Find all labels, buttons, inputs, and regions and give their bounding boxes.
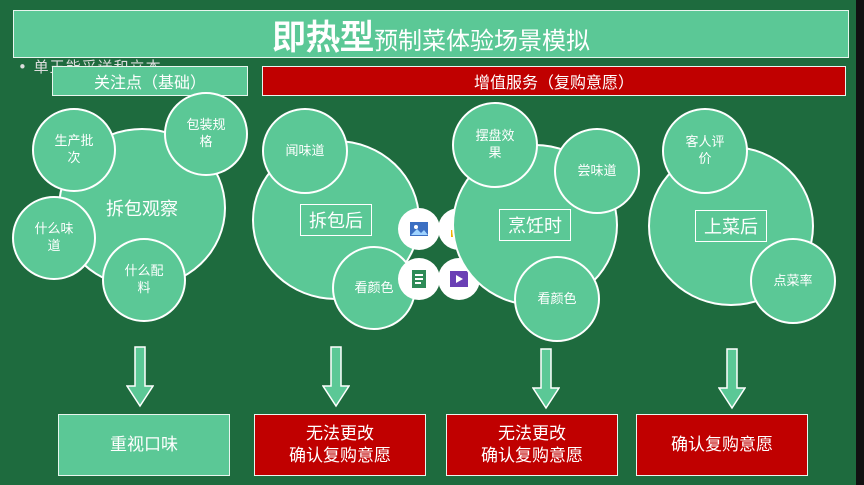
title-bar: 即热型 预制菜体验场景模拟 <box>13 10 849 58</box>
circle-label: 包装规格 <box>186 118 226 150</box>
down-arrow-icon <box>718 348 746 410</box>
circle-color-2: 看颜色 <box>514 256 600 342</box>
circle-label: 客人评价 <box>685 135 725 167</box>
circle-taste: 什么味道 <box>12 196 96 280</box>
outcome-box-4: 确认复购意愿 <box>636 414 808 476</box>
circle-label: 看颜色 <box>354 280 394 296</box>
circle-label: 什么配料 <box>124 264 164 296</box>
circle-taste-2: 尝味道 <box>554 128 640 214</box>
header-value-added: 增值服务（复购意愿） <box>262 66 846 96</box>
circle-smell: 闻味道 <box>262 108 348 194</box>
image-icon <box>398 208 440 250</box>
circle-label: 烹饪时 <box>499 209 571 241</box>
document-icon <box>398 258 440 300</box>
title-rest: 预制菜体验场景模拟 <box>374 26 590 55</box>
outcome-label: 重视口味 <box>110 435 178 455</box>
down-arrow-icon <box>532 348 560 410</box>
circle-plating: 摆盘效果 <box>452 102 538 188</box>
circle-ingredients: 什么配料 <box>102 238 186 322</box>
circle-label: 摆盘效果 <box>475 129 515 161</box>
circle-label: 生产批次 <box>54 134 94 166</box>
outcome-box-1: 重视口味 <box>58 414 230 476</box>
outcome-label: 无法更改 确认复购意愿 <box>481 424 583 466</box>
outcome-label: 无法更改 确认复购意愿 <box>289 424 391 466</box>
circle-label: 上菜后 <box>695 210 767 242</box>
down-arrow-icon <box>126 346 154 408</box>
circle-package-spec: 包装规格 <box>164 92 248 176</box>
outcome-label: 确认复购意愿 <box>671 435 773 455</box>
circle-label: 拆包观察 <box>106 199 178 220</box>
circle-guest-review: 客人评价 <box>662 108 748 194</box>
circle-label: 点菜率 <box>773 273 813 289</box>
circle-label: 什么味道 <box>34 222 74 254</box>
circle-order-rate: 点菜率 <box>750 238 836 324</box>
outcome-box-3: 无法更改 确认复购意愿 <box>446 414 618 476</box>
circle-label: 闻味道 <box>285 143 325 159</box>
circle-label: 尝味道 <box>577 163 617 179</box>
circle-batch: 生产批次 <box>32 108 116 192</box>
title-bold: 即热型 <box>272 17 374 58</box>
outcome-box-2: 无法更改 确认复购意愿 <box>254 414 426 476</box>
circle-label: 拆包后 <box>300 204 372 236</box>
header-basic: 关注点（基础） <box>52 66 248 96</box>
down-arrow-icon <box>322 346 350 408</box>
circle-label: 看颜色 <box>537 291 577 307</box>
